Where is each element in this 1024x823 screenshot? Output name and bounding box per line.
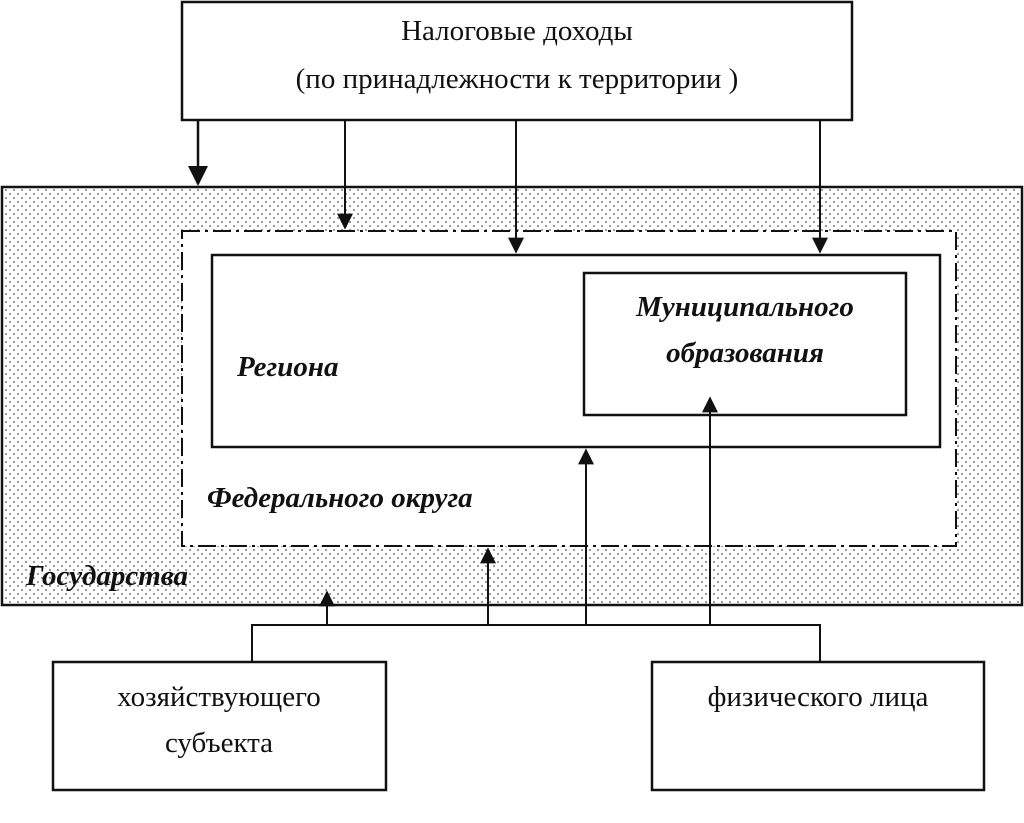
tax-revenue-title: Налоговые доходы (401, 15, 633, 47)
economic-entity-line2: субъекта (165, 727, 273, 759)
bottom-connector (251, 624, 821, 662)
municipal-label-line2: образования (666, 337, 824, 369)
municipal-box (582, 271, 908, 417)
individual-label: физического лица (708, 681, 929, 713)
tax-revenue-box (180, 0, 854, 122)
individual-box (650, 660, 986, 792)
federal-district-label: Федерального округа (207, 482, 473, 514)
economic-entity-line1: хозяйствующего (117, 681, 321, 713)
economic-entity-box (51, 660, 388, 792)
region-label: Региона (236, 351, 338, 383)
tax-revenue-subtitle: (по принадлежности к территории ) (296, 63, 739, 95)
state-label: Государства (25, 560, 188, 592)
municipal-label-line1: Муниципального (635, 291, 854, 323)
